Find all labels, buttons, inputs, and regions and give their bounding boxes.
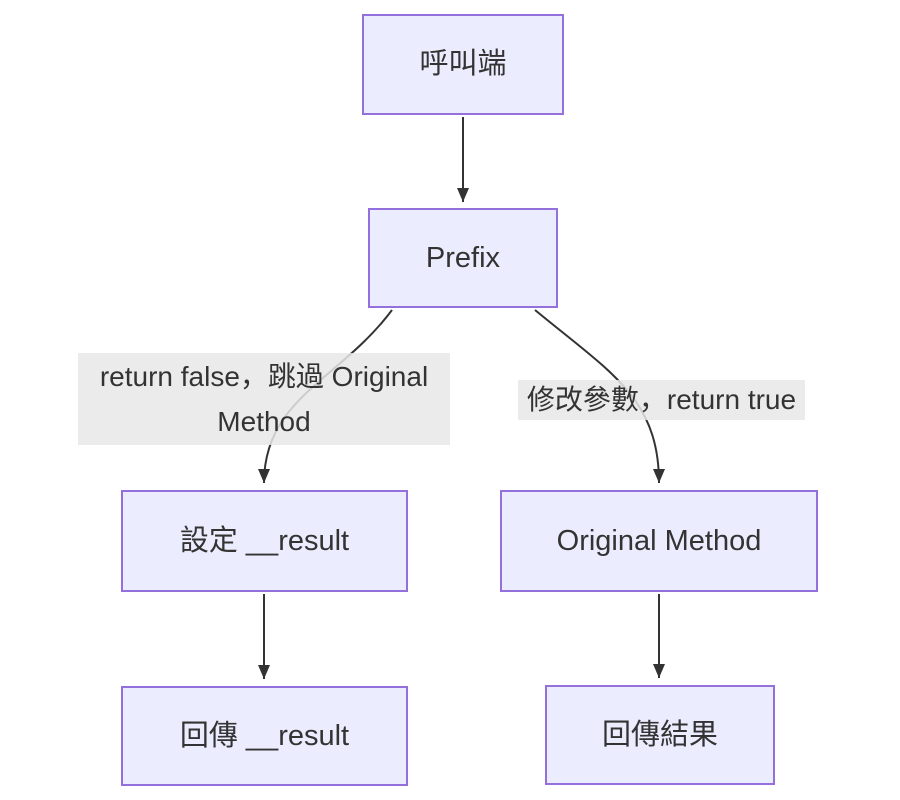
- node-prefix: Prefix: [368, 208, 558, 308]
- node-return-result: 回傳 __result: [121, 686, 408, 786]
- edge-label-modify-params: 修改參數，return true: [518, 380, 805, 420]
- node-set-result: 設定 __result: [121, 490, 408, 592]
- node-caller: 呼叫端: [362, 14, 564, 115]
- node-return-value: 回傳結果: [545, 685, 775, 785]
- edge-label-skip-original-method: return false，跳過 Original Method: [78, 353, 450, 445]
- node-original-method: Original Method: [500, 490, 818, 592]
